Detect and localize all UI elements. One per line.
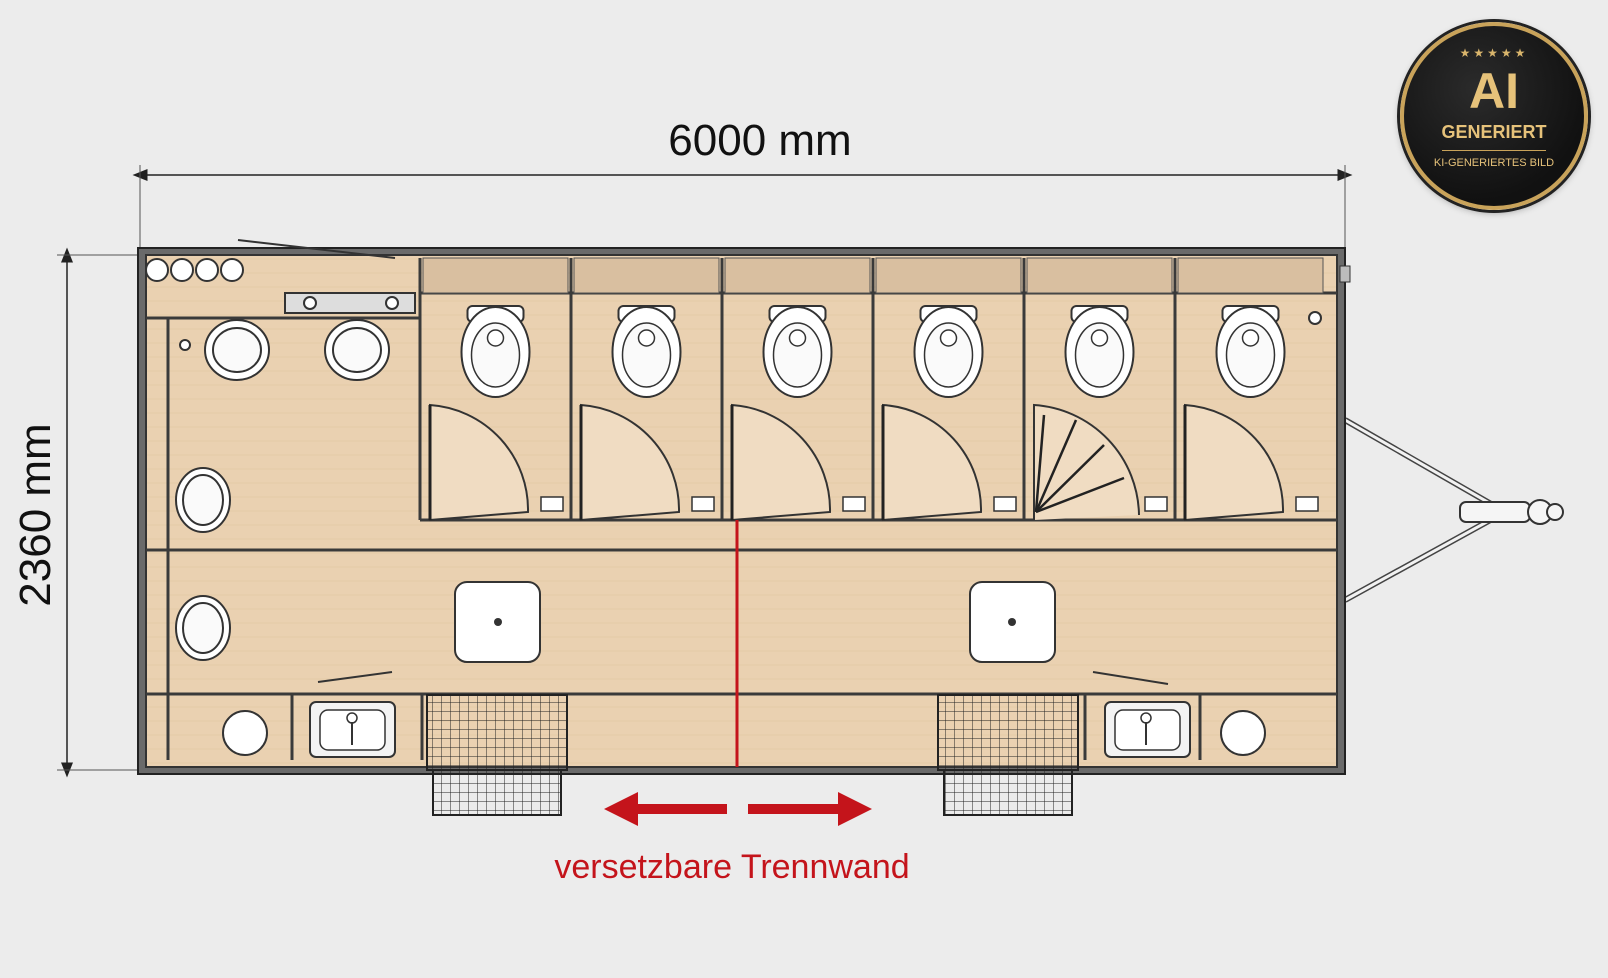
toilet-seat xyxy=(923,322,974,388)
toilet-icon xyxy=(460,305,531,398)
door-icon xyxy=(428,403,530,522)
toilet-drain xyxy=(788,329,807,347)
toilet-icon xyxy=(1215,305,1286,398)
cubicle-shelf xyxy=(1144,496,1168,512)
toilet-cubicle xyxy=(871,257,1022,522)
toilet-icon xyxy=(611,305,682,398)
toilet-icon xyxy=(1064,305,1135,398)
arrow-right-icon xyxy=(748,792,872,826)
door-icon xyxy=(730,403,832,522)
cubicle-top-panel xyxy=(1177,257,1324,294)
cubicle-shelf xyxy=(1295,496,1319,512)
length-label: 6000 mm xyxy=(668,116,851,165)
urinal-icon xyxy=(175,467,231,533)
door-icon xyxy=(881,403,983,522)
toilet-drain xyxy=(486,329,505,347)
toilet-seat xyxy=(1225,322,1276,388)
toilet-drain xyxy=(637,329,656,347)
door-swing xyxy=(882,403,983,522)
entry-steps-right xyxy=(937,694,1079,816)
toilet-seat xyxy=(772,322,823,388)
toilet-cubicle xyxy=(569,257,720,522)
floor-drain xyxy=(1308,311,1322,325)
badge-stars: ★★★★★ xyxy=(1459,46,1529,60)
cubicle-top-panel xyxy=(875,257,1022,294)
toilet-drain xyxy=(1241,329,1260,347)
sink-icon xyxy=(1092,671,1191,758)
cubicle-top-panel xyxy=(573,257,720,294)
stair-step xyxy=(1035,444,1105,513)
stair-step xyxy=(1034,414,1046,513)
toilet-icon xyxy=(762,305,833,398)
toilet-seat xyxy=(621,322,672,388)
urinal-icon xyxy=(204,319,270,381)
door-icon xyxy=(1183,403,1285,522)
door-swing xyxy=(1184,403,1285,522)
toilet-seat xyxy=(1074,322,1125,388)
ai-generated-badge: ★★★★★ AI GENERIERT KI-GENERIERTES BILD xyxy=(1400,22,1588,210)
corner-counter xyxy=(284,292,416,314)
door-swing xyxy=(580,403,681,522)
sink-icon xyxy=(309,671,396,758)
stair-step xyxy=(1034,419,1078,513)
tank-row xyxy=(145,258,244,282)
stair-step xyxy=(1035,476,1125,514)
badge-line2: KI-GENERIERTES BILD xyxy=(1433,157,1555,169)
table-icon xyxy=(454,581,541,663)
urinal-icon xyxy=(324,319,390,381)
badge-line1: GENERIERT xyxy=(1441,122,1547,142)
toilet-drain xyxy=(1090,329,1109,347)
door-icon xyxy=(579,403,681,522)
badge-divider xyxy=(1442,150,1546,151)
toilet-cubicles xyxy=(418,257,1324,522)
door-swing xyxy=(731,403,832,522)
toilet-drain xyxy=(939,329,958,347)
badge-main: AI xyxy=(1469,63,1519,119)
cubicle-shelf xyxy=(691,496,715,512)
entry-steps-left xyxy=(426,694,568,816)
cubicle-top-panel xyxy=(422,257,569,294)
cubicle-top-panel xyxy=(1026,257,1173,294)
toilet-seat xyxy=(470,322,521,388)
length-dimension: 6000 mm xyxy=(132,116,1353,250)
door-swing xyxy=(429,403,530,522)
toilet-icon xyxy=(913,305,984,398)
width-label: 2360 mm xyxy=(11,423,60,606)
toilet-cubicle xyxy=(1022,257,1173,520)
cubicle-top-panel xyxy=(724,257,871,294)
urinal-icon xyxy=(1220,710,1266,756)
toilet-cubicle xyxy=(720,257,871,522)
stairs-icon xyxy=(1033,403,1140,520)
table-icon xyxy=(969,581,1056,663)
toilet-cubicle xyxy=(418,257,569,522)
urinal-icon xyxy=(175,595,231,661)
urinal-icon xyxy=(222,710,268,756)
partition-label: versetzbare Trennwand xyxy=(554,848,909,886)
arrow-left-icon xyxy=(604,792,727,826)
width-dimension: 2360 mm xyxy=(11,247,140,778)
trailer-drawbar xyxy=(1343,417,1564,603)
cubicle-shelf xyxy=(842,496,866,512)
toilet-cubicle xyxy=(1173,257,1324,522)
cubicle-shelf xyxy=(540,496,564,512)
cubicle-shelf xyxy=(993,496,1017,512)
